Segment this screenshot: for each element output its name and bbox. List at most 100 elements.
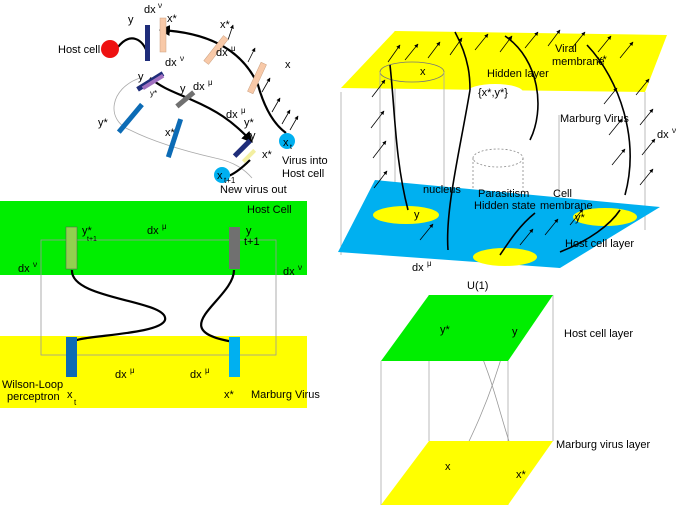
viral-membrane-layer (341, 31, 667, 92)
navy-bar-top (145, 25, 150, 61)
label-dxmu-bottom-2: dx (190, 369, 202, 381)
label-ystar-mid: y* (150, 89, 157, 98)
label-xstar-right: x* (220, 19, 231, 31)
bar-xt (66, 337, 77, 377)
curve-right (200, 269, 236, 344)
bar-xstar (229, 337, 240, 377)
label-xstar: x* (224, 389, 235, 401)
label-dxnu-mid: dx (165, 57, 177, 69)
marburg-virus-band (0, 336, 307, 408)
field-curves (389, 31, 631, 256)
label-t-in-virus: t (290, 144, 292, 151)
purple-bar (141, 73, 165, 91)
label-nu-right: ν (298, 263, 302, 272)
label-t: t (74, 398, 77, 407)
label-mu: μ (427, 259, 432, 268)
parasitism-ellipse (473, 248, 537, 266)
new-virus-circle (214, 167, 230, 183)
marburg-virus-label: Marburg Virus (251, 389, 320, 401)
label-xt: x (67, 389, 73, 401)
label-y-gray: y (180, 83, 186, 95)
label-x: x (445, 461, 451, 473)
blue-bar-lower (165, 118, 184, 158)
label-nu-mid: ν (180, 54, 184, 63)
gray-bar (175, 90, 196, 109)
parasitism-label-1: Parasitism (478, 188, 529, 200)
label-new-virus-out: New virus out (220, 184, 287, 196)
label-y: y (512, 326, 518, 338)
label-x-top: x (420, 66, 426, 78)
path-middle-arc (149, 77, 253, 143)
host-cell-label: Host cell (58, 44, 100, 56)
path-host-to-bar (117, 37, 150, 56)
label-nu-top: ν (158, 1, 162, 10)
label-mu-mid: μ (208, 78, 213, 87)
label-t1-small: t+1 (87, 236, 97, 243)
cell-membrane-ellipse (573, 208, 637, 226)
label-t1-new-virus: t+1 (224, 176, 236, 185)
nucleus-ellipse (373, 206, 439, 224)
host-cell-band (0, 201, 307, 275)
label-x-in-virus: x (283, 137, 289, 149)
orange-bar-top (159, 17, 167, 53)
cell-label-2: membrane (540, 200, 593, 212)
label-ystar: y* (440, 324, 451, 336)
label-dxmu-bottom-1: dx (115, 369, 127, 381)
nucleus-label: nucleus (423, 184, 461, 196)
label-wilson-loop: Wilson-Loop (2, 379, 63, 391)
bar-ystar (65, 226, 78, 270)
label-ystar-left: y* (98, 117, 109, 129)
host-cell-band-label: Host Cell (247, 204, 292, 216)
u1-label: U(1) (467, 280, 488, 292)
label-xstar: x* (516, 469, 527, 481)
host-cell-blue-layer (338, 180, 660, 268)
label-dxnu-left: dx (18, 263, 30, 275)
right-3d-diagram: Viral membrane x* x Hidden layer {x*,y*}… (338, 29, 676, 292)
blue-bar-left (116, 102, 144, 134)
label-virus-into: Virus into (282, 155, 328, 167)
label-y-nucleus: y (414, 209, 420, 221)
label-dxmu-mid: dx (193, 81, 205, 93)
label-y-top: y (128, 14, 134, 26)
xy-pair-label: {x*,y*} (478, 87, 508, 99)
path-lower-arc (227, 159, 251, 178)
orange-bar-right (247, 61, 267, 95)
host-cell-layer-label: Host cell layer (565, 238, 634, 250)
label-host-cell-2: Host cell (282, 168, 324, 180)
host-cell-layer-label: Host cell layer (564, 328, 633, 340)
viral-label-1: Viral (555, 43, 577, 55)
marburg-virus-label: Marburg Virus (560, 113, 629, 125)
label-dxnu-top: dx (144, 4, 156, 16)
label-dxmu: dx (412, 262, 424, 274)
middle-left-panel: Host Cell y* t+1 y t+1 dx μ dx ν dx ν dx… (0, 201, 320, 408)
orange-bar-mid (203, 35, 229, 65)
marburg-layer-label: Marburg virus layer (556, 439, 650, 451)
top-left-schematic: Host cell y dx ν x* x* dx μ x dx ν y y* … (58, 1, 328, 196)
label-perceptron: perceptron (7, 391, 60, 403)
hidden-layer-ellipse (467, 84, 523, 100)
label-mu-bottom-2: μ (205, 366, 210, 375)
curve-left (70, 269, 167, 343)
label-y: y (246, 225, 252, 237)
label-x-top: x (285, 59, 291, 71)
label-ystar-membrane: y* (575, 212, 586, 224)
navy-bar-lower (232, 138, 252, 158)
label-t1: t+1 (244, 236, 260, 248)
bottom-right-diagram: y* y Host cell layer Marburg virus layer… (380, 295, 650, 505)
pale-bar-lower (241, 148, 257, 164)
label-dxnu-right: dx (283, 266, 295, 278)
hidden-layer-label: Hidden layer (487, 68, 549, 80)
field-arrows (370, 29, 656, 246)
dotted-cylinder-top (472, 148, 524, 168)
bottom-host-cell-layer (381, 295, 553, 361)
thin-loop-path (113, 77, 253, 179)
top-left-vector-arrows (227, 24, 299, 131)
label-dxmu-top: dx (216, 47, 228, 59)
label-ystar-lower: y* (244, 117, 255, 129)
label-ystar: y* (82, 225, 93, 237)
wilson-loop-rect (40, 239, 277, 356)
label-nu-left: ν (33, 260, 37, 269)
path-upper-arc (158, 25, 287, 134)
